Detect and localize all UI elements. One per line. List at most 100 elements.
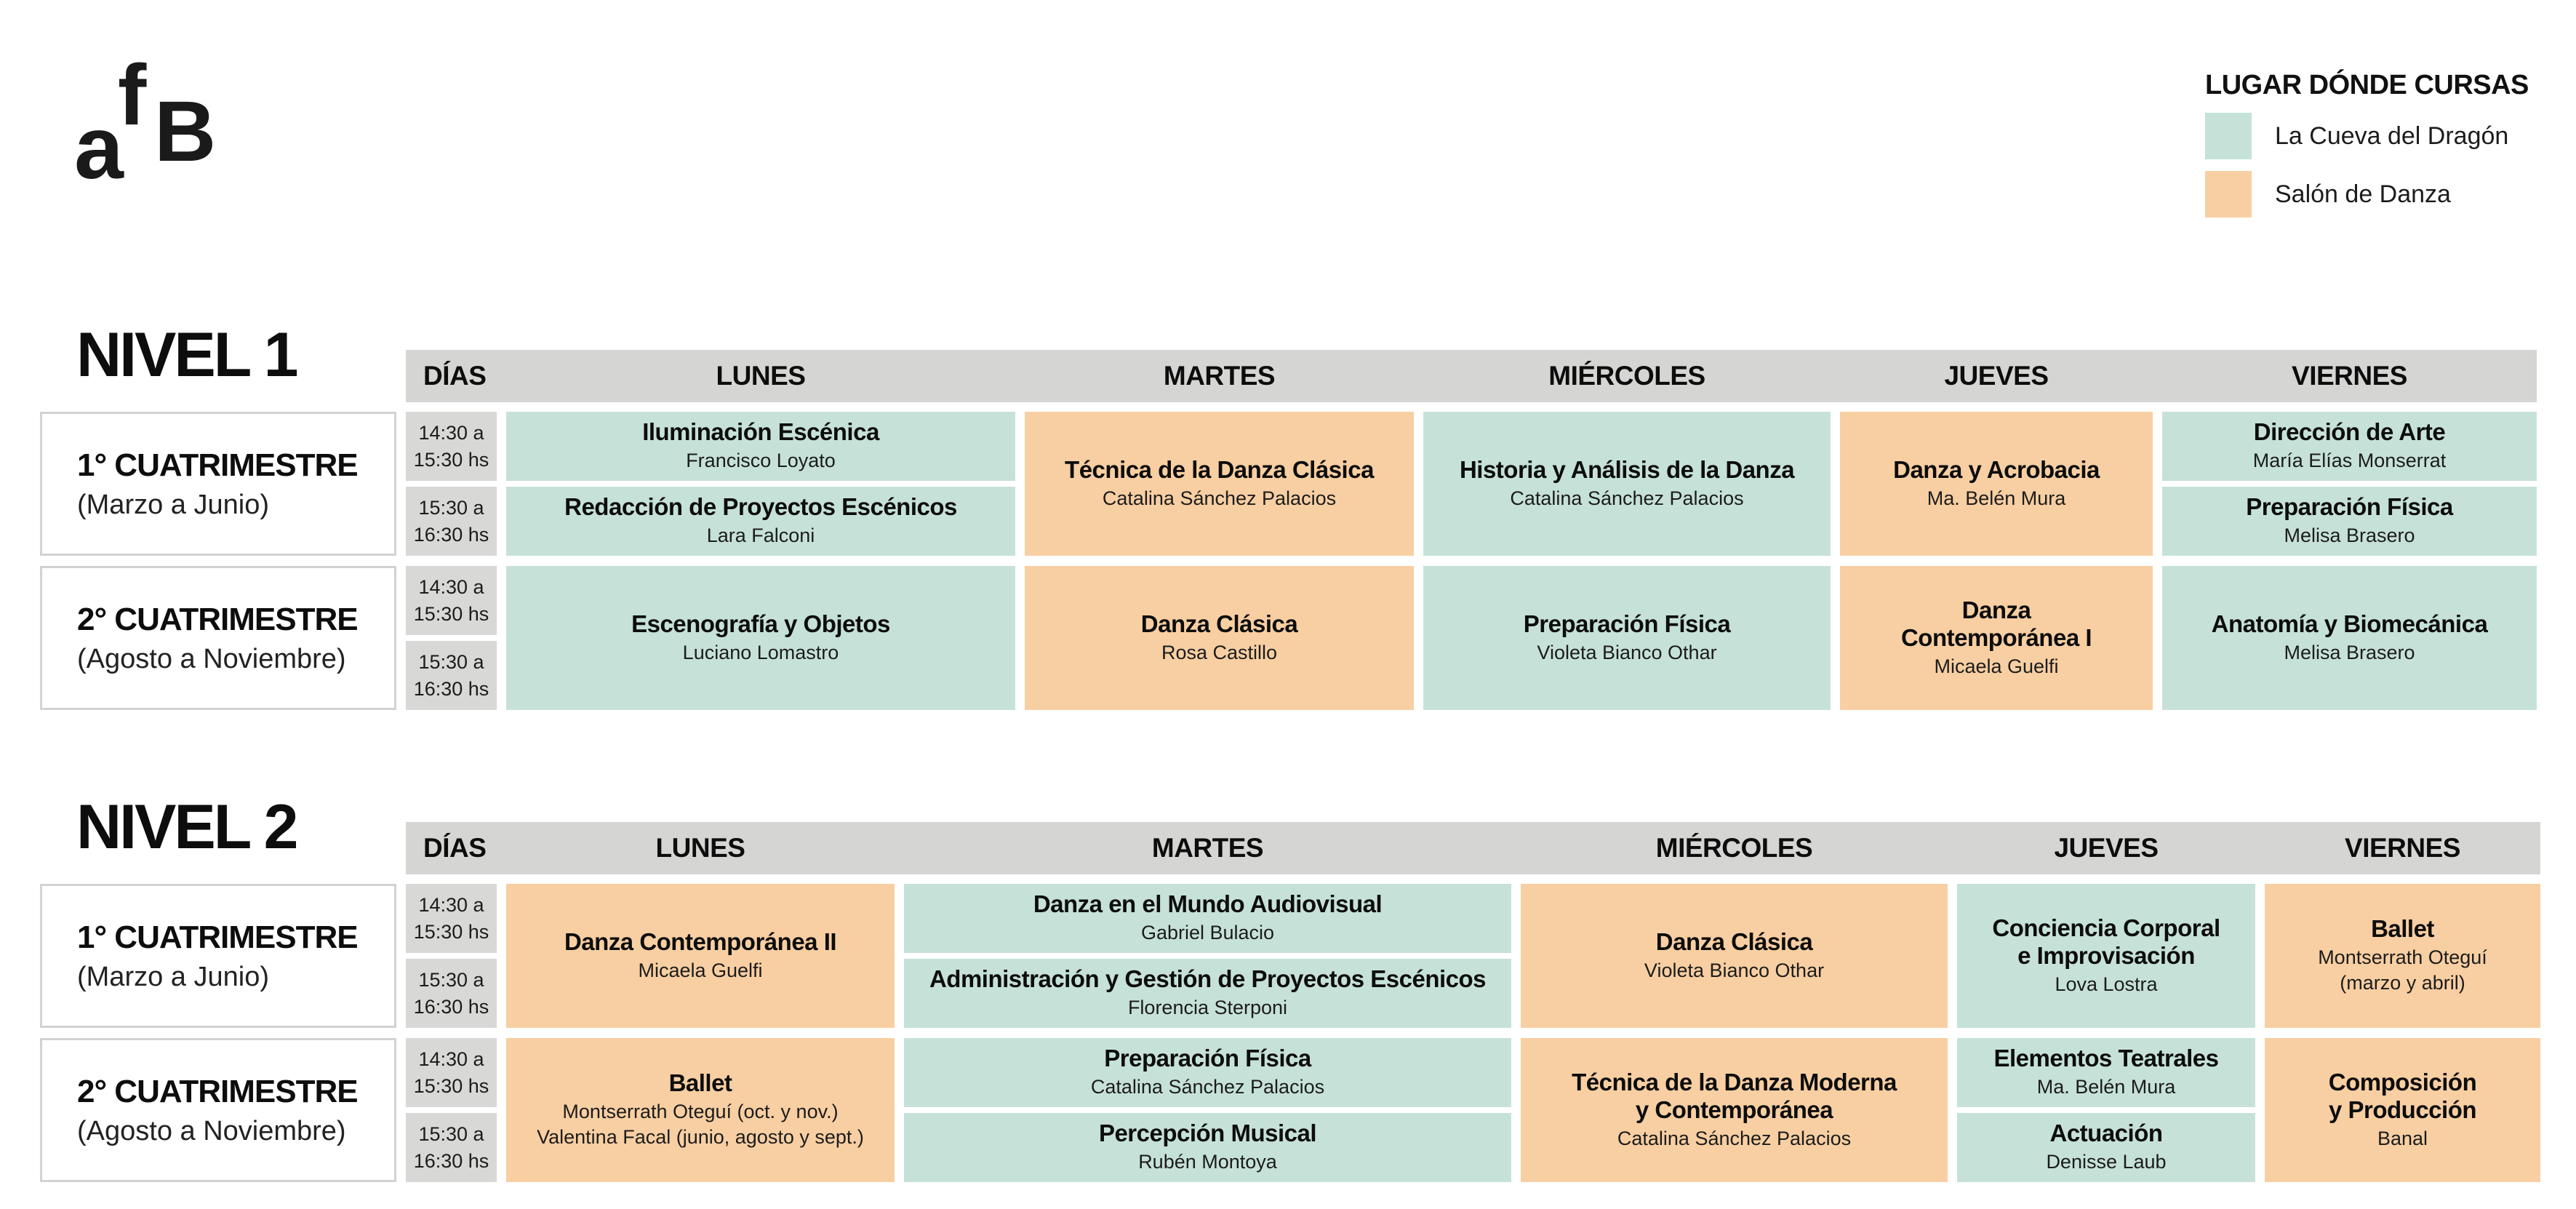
course-teacher: Violeta Bianco Othar [1537, 641, 1717, 663]
term-dates: (Agosto a Noviembre) [77, 1115, 346, 1146]
course-cell-lunes: Ballet Montserrath Oteguí (oct. y nov.) … [506, 1038, 895, 1182]
term-dates: (Agosto a Noviembre) [77, 643, 346, 674]
level-1-title: NIVEL 1 [76, 320, 298, 390]
friday-header: VIERNES [2345, 833, 2460, 863]
course-title: Danza Contemporánea I [1900, 596, 2092, 651]
course-teacher: Catalina Sánchez Palacios [1617, 1127, 1852, 1149]
course-title: Elementos Teatrales [1993, 1045, 2219, 1072]
course-cell-lunes: Danza Contemporánea II Micaela Guelfi [506, 884, 895, 1028]
course-cell-jueves: Conciencia Corporal e Improvisación Lova… [1957, 884, 2255, 1028]
days-column-header: DÍAS [423, 833, 487, 863]
course-cell-jueves-slot1: Elementos Teatrales Ma. Belén Mura [1957, 1038, 2255, 1107]
course-cell-miercoles: Danza Clásica Violeta Bianco Othar [1521, 884, 1948, 1028]
course-teacher: Melisa Brasero [2284, 641, 2415, 663]
course-title: Preparación Física [1523, 610, 1731, 637]
course-teacher: Micaela Guelfi [1934, 655, 2059, 677]
time-slot-1: 14:30 a 15:30 hs [406, 412, 497, 481]
course-teacher: Rosa Castillo [1161, 641, 1278, 663]
term-label-box: 1° CUATRIMESTRE (Marzo a Junio) [40, 884, 396, 1028]
term-name: 2° CUATRIMESTRE [77, 601, 359, 637]
course-cell-jueves: Danza Contemporánea I Micaela Guelfi [1840, 566, 2153, 710]
course-title: Preparación Física [2246, 493, 2453, 521]
course-title: Actuación [2049, 1120, 2163, 1147]
legend-label: La Cueva del Dragón [2275, 121, 2509, 150]
monday-header: LUNES [716, 361, 806, 391]
level-1-days-header: DÍAS LUNES MARTES MIÉRCOLES JUEVES VIERN… [406, 350, 2537, 402]
wednesday-header: MIÉRCOLES [1655, 833, 1813, 863]
course-cell-jueves: Danza y Acrobacia Ma. Belén Mura [1840, 412, 2153, 556]
course-cell-viernes: Anatomía y Biomecánica Melisa Brasero [2162, 566, 2537, 710]
course-title: Danza Clásica [1655, 927, 1813, 955]
course-teacher: Lova Lostra [2055, 973, 2158, 995]
course-cell-viernes: Composición y Producción Banal [2265, 1038, 2540, 1182]
course-title: Danza en el Mundo Audiovisual [1033, 890, 1383, 918]
time-slot-2: 15:30 a 16:30 hs [406, 487, 497, 556]
course-teacher: Catalina Sánchez Palacios [1090, 1076, 1325, 1098]
course-cell-martes-slot1: Danza en el Mundo Audiovisual Gabriel Bu… [904, 884, 1511, 953]
course-teacher: Violeta Bianco Othar [1644, 959, 1825, 981]
school-logo: f a B [73, 52, 276, 217]
course-teacher: María Elías Monserrat [2252, 450, 2447, 472]
time-slot-2: 15:30 a 16:30 hs [406, 959, 497, 1028]
level-2-days-header: DÍAS LUNES MARTES MIÉRCOLES JUEVES VIERN… [406, 822, 2540, 874]
course-cell-martes-slot2: Percepción Musical Rubén Montoya [904, 1113, 1511, 1182]
time-slot-1: 14:30 a 15:30 hs [406, 884, 497, 953]
course-title: Ballet [668, 1069, 732, 1097]
legend-label: Salón de Danza [2275, 180, 2451, 208]
course-teacher: Banal [2377, 1127, 2428, 1149]
course-teacher: Melisa Brasero [2284, 524, 2415, 547]
course-title: Ballet [2371, 915, 2434, 943]
course-teacher: Montserrath Oteguí (marzo y abril) [2318, 946, 2487, 994]
course-cell-lunes: Escenografía y Objetos Luciano Lomastro [506, 566, 1015, 710]
course-teacher: Ma. Belén Mura [1927, 487, 2066, 509]
course-teacher: Lara Falconi [706, 524, 815, 547]
legend-item-salon: Salón de Danza [2205, 171, 2529, 218]
course-title: Anatomía y Biomecánica [2211, 610, 2488, 637]
level-2-term-1: 1° CUATRIMESTRE (Marzo a Junio) 14:30 a … [40, 884, 2556, 1028]
friday-header: VIERNES [2292, 361, 2407, 391]
course-cell-lunes-slot2: Redacción de Proyectos Escénicos Lara Fa… [506, 487, 1015, 556]
term-label-box: 1° CUATRIMESTRE (Marzo a Junio) [40, 412, 396, 556]
logo-letter-b: B [154, 84, 217, 180]
course-title: Redacción de Proyectos Escénicos [564, 493, 957, 521]
logo-letter-f: f [118, 47, 147, 143]
time-slot-2: 15:30 a 16:30 hs [406, 641, 497, 710]
course-teacher: Florencia Sterponi [1127, 997, 1288, 1019]
time-slot-1: 14:30 a 15:30 hs [406, 566, 497, 635]
course-cell-viernes-slot2: Preparación Física Melisa Brasero [2162, 487, 2537, 556]
term-name: 2° CUATRIMESTRE [77, 1073, 359, 1109]
thursday-header: JUEVES [2054, 833, 2159, 863]
time-slot-2: 15:30 a 16:30 hs [406, 1113, 497, 1182]
course-teacher: Francisco Loyato [686, 450, 836, 472]
course-title: Escenografía y Objetos [631, 610, 890, 637]
course-teacher: Catalina Sánchez Palacios [1510, 487, 1744, 509]
location-legend: LUGAR DÓNDE CURSAS La Cueva del Dragón S… [2205, 70, 2529, 218]
term-name: 1° CUATRIMESTRE [77, 447, 359, 483]
term-dates: (Marzo a Junio) [77, 961, 269, 992]
level-2-title: NIVEL 2 [76, 792, 298, 862]
orange-color-swatch [2205, 171, 2252, 218]
course-teacher: Montserrath Oteguí (oct. y nov.) Valenti… [537, 1101, 864, 1149]
course-teacher: Micaela Guelfi [638, 959, 763, 981]
term-label-box: 2° CUATRIMESTRE (Agosto a Noviembre) [40, 566, 396, 710]
legend-title: LUGAR DÓNDE CURSAS [2205, 70, 2529, 100]
course-cell-viernes: Ballet Montserrath Oteguí (marzo y abril… [2265, 884, 2540, 1028]
course-cell-martes-slot1: Preparación Física Catalina Sánchez Pala… [904, 1038, 1511, 1107]
course-cell-martes: Técnica de la Danza Clásica Catalina Sán… [1025, 412, 1414, 556]
level-2-term-2: 2° CUATRIMESTRE (Agosto a Noviembre) 14:… [40, 1038, 2556, 1182]
course-title: Conciencia Corporal e Improvisación [1992, 914, 2220, 969]
course-title: Danza y Acrobacia [1893, 455, 2100, 483]
level-1-section: NIVEL 1 DÍAS LUNES MARTES MIÉRCOLES JUEV… [40, 320, 2556, 710]
course-cell-martes-slot2: Administración y Gestión de Proyectos Es… [904, 959, 1511, 1028]
course-teacher: Ma. Belén Mura [2036, 1076, 2176, 1098]
course-cell-viernes-slot1: Dirección de Arte María Elías Monserrat [2162, 412, 2537, 481]
course-teacher: Gabriel Bulacio [1140, 922, 1275, 944]
course-title: Administración y Gestión de Proyectos Es… [929, 965, 1487, 993]
course-cell-lunes-slot1: Iluminación Escénica Francisco Loyato [506, 412, 1015, 481]
course-cell-miercoles: Historia y Análisis de la Danza Catalina… [1423, 412, 1831, 556]
level-2-section: NIVEL 2 DÍAS LUNES MARTES MIÉRCOLES JUEV… [40, 792, 2556, 1182]
legend-item-cueva: La Cueva del Dragón [2205, 113, 2529, 159]
course-title: Historia y Análisis de la Danza [1459, 455, 1795, 483]
course-cell-martes: Danza Clásica Rosa Castillo [1025, 566, 1414, 710]
course-title: Preparación Física [1104, 1045, 1311, 1072]
